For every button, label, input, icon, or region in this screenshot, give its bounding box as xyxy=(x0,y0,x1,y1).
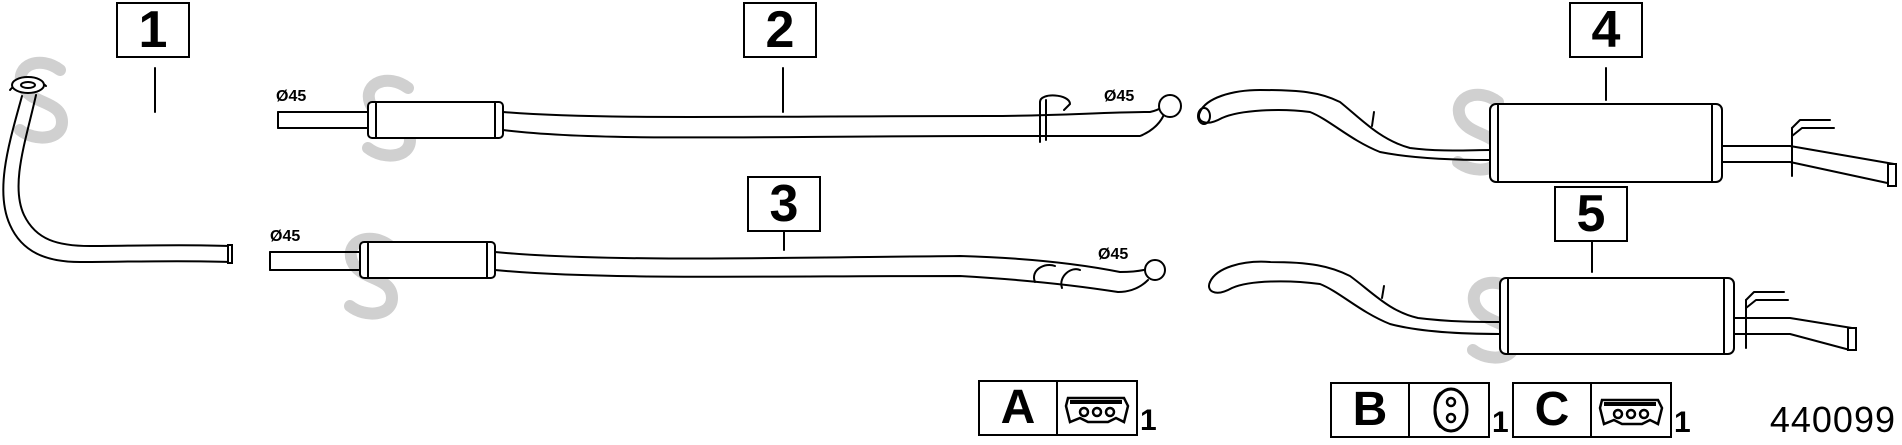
kit-a-quantity: 1 xyxy=(1140,404,1157,437)
clamp-plate-icon xyxy=(1592,384,1670,436)
kit-c-box: C xyxy=(1512,382,1672,438)
middle-pipe-part-3 xyxy=(269,231,1166,293)
part-3-right-diameter-label: Ø45 xyxy=(1098,246,1129,263)
rear-silencer-part-5 xyxy=(1208,231,1857,355)
kit-b-letter: B xyxy=(1332,384,1410,436)
kit-b-box: B xyxy=(1330,382,1490,438)
part-number-2-callout: 2 xyxy=(743,2,817,58)
part-2-left-diameter-label: Ø45 xyxy=(276,88,307,105)
part-3-left-diameter-label: Ø45 xyxy=(270,228,301,245)
part-2-right-diameter-label: Ø45 xyxy=(1104,88,1135,105)
kit-c-quantity: 1 xyxy=(1674,406,1691,439)
kit-c: C 1 xyxy=(1512,380,1691,438)
part-number-3-callout: 3 xyxy=(747,176,821,232)
part-number-4-callout: 4 xyxy=(1569,2,1643,58)
middle-pipe-part-2 xyxy=(277,67,1182,143)
kit-b-quantity: 1 xyxy=(1492,406,1509,439)
front-pipe-part-1 xyxy=(2,67,233,264)
kit-a-box: A xyxy=(978,380,1138,436)
part-number-1-callout: 1 xyxy=(116,2,190,58)
clamp-plate-icon xyxy=(1058,382,1136,434)
kit-c-letter: C xyxy=(1514,384,1592,436)
kit-a: A 1 xyxy=(978,378,1157,436)
part-number-5-callout: 5 xyxy=(1554,186,1628,242)
rubber-hanger-icon xyxy=(1410,384,1488,436)
rear-silencer-part-4 xyxy=(1197,67,1897,187)
reference-number: 440099 xyxy=(1769,399,1896,440)
kit-b: B 1 xyxy=(1330,380,1509,438)
kit-a-letter: A xyxy=(980,382,1058,434)
